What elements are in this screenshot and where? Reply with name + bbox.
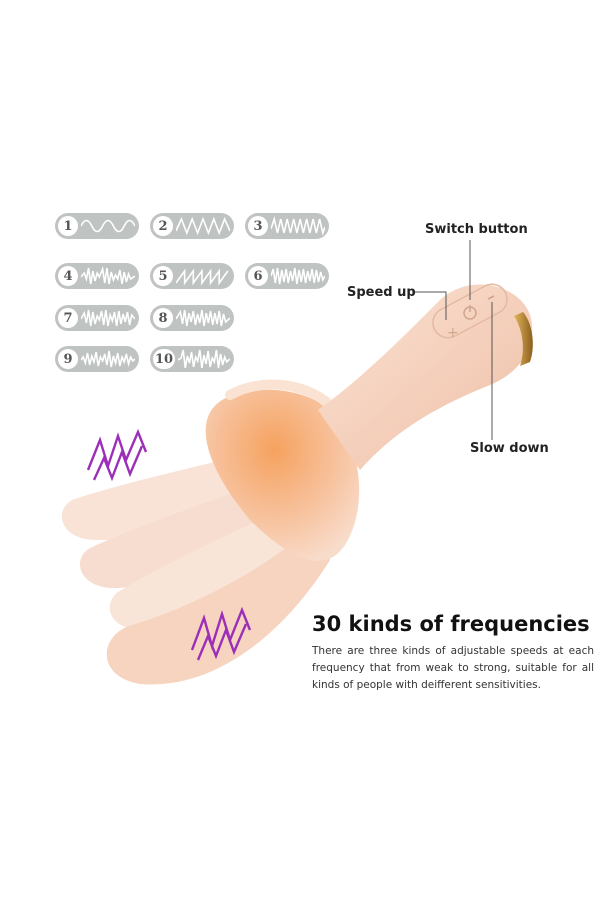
device-handle [318, 284, 533, 470]
vibration-icon [86, 428, 148, 482]
frequency-badge-3: 3 [245, 213, 329, 239]
frequency-number: 10 [153, 349, 176, 369]
speed-up-callout-line [412, 291, 447, 320]
frequency-badge-10: 10 [150, 346, 234, 372]
frequency-number: 3 [248, 216, 268, 236]
frequency-number: 8 [153, 308, 173, 328]
frequency-wave-icon [271, 265, 325, 287]
frequency-badge-8: 8 [150, 305, 234, 331]
frequency-number: 2 [153, 216, 173, 236]
frequency-wave-icon [176, 307, 230, 329]
frequency-number: 6 [248, 266, 268, 286]
speed-up-label: Speed up [347, 285, 416, 300]
switch-button-label: Switch button [425, 222, 528, 237]
frequency-badge-1: 1 [55, 213, 139, 239]
frequency-wave-icon [81, 307, 135, 329]
device-head [205, 389, 360, 561]
frequency-badge-9: 9 [55, 346, 139, 372]
frequency-badge-5: 5 [150, 263, 234, 289]
frequency-wave-icon [176, 215, 230, 237]
frequency-wave-icon [178, 348, 230, 370]
frequency-number: 7 [58, 308, 78, 328]
frequency-number: 1 [58, 216, 78, 236]
description: There are three kinds of adjustable spee… [312, 645, 594, 691]
slow-down-label: Slow down [470, 441, 549, 456]
frequency-number: 4 [58, 266, 78, 286]
frequency-wave-icon [271, 215, 325, 237]
frequency-wave-icon [81, 348, 135, 370]
frequency-badge-4: 4 [55, 263, 139, 289]
frequency-number: 5 [153, 266, 173, 286]
svg-text:+: + [447, 325, 459, 341]
vibration-icon [190, 606, 252, 661]
frequency-badge-6: 6 [245, 263, 329, 289]
gold-end-cap [514, 312, 533, 366]
switch-power-button[interactable] [463, 305, 477, 320]
frequency-badge-2: 2 [150, 213, 234, 239]
speed-up-button[interactable]: + [447, 325, 459, 341]
main-tongue [106, 520, 331, 685]
headline: 30 kinds of frequencies [312, 612, 590, 636]
control-panel [432, 283, 508, 339]
frequency-wave-icon [81, 215, 135, 237]
frequency-wave-icon [176, 265, 230, 287]
frequency-badge-7: 7 [55, 305, 139, 331]
slow-down-button[interactable] [487, 295, 495, 300]
frequency-wave-icon [81, 265, 135, 287]
frequency-number: 9 [58, 349, 78, 369]
